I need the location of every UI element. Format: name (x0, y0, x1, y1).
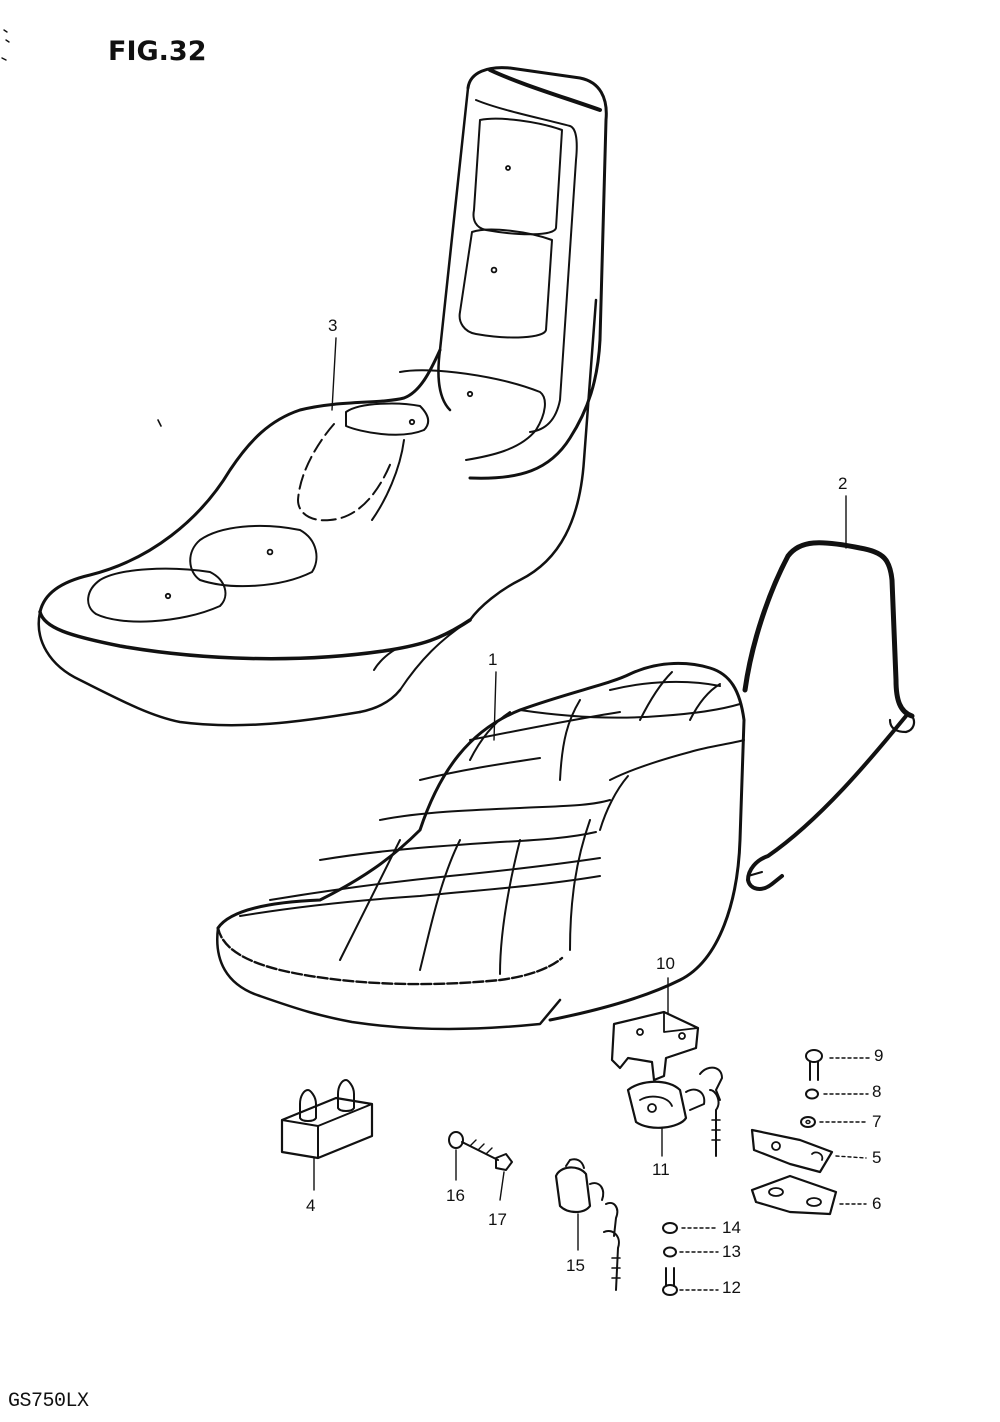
callout-4: 4 (306, 1196, 316, 1215)
part-13-washer (663, 1246, 677, 1258)
callout-11: 11 (652, 1160, 670, 1179)
part-10-hinge-bracket (610, 1010, 700, 1082)
callout-16: 16 (446, 1186, 465, 1205)
figure-title: FIG.32 (108, 36, 207, 67)
callout-14: 14 (722, 1218, 741, 1237)
callout-2: 2 (838, 474, 848, 493)
callout-7: 7 (872, 1112, 882, 1131)
callout-1: 1 (488, 650, 498, 669)
callout-5: 5 (872, 1148, 882, 1167)
callout-6: 6 (872, 1194, 882, 1213)
leader-lines (313, 337, 873, 1291)
part-5-bracket (750, 1128, 834, 1174)
part-12-bolt (662, 1267, 678, 1296)
callout-9: 9 (874, 1046, 884, 1065)
part-3-seat-with-backrest (37, 66, 608, 727)
callout-8: 8 (872, 1082, 882, 1101)
callout-13: 13 (722, 1242, 741, 1261)
part-15-lock-set (554, 1158, 621, 1291)
callout-10: 10 (656, 954, 675, 973)
callout-15: 15 (566, 1256, 585, 1275)
part-9-bolt (805, 1049, 823, 1081)
part-7-washer (800, 1116, 816, 1128)
part-2-grab-rail (742, 540, 916, 891)
callout-17: 17 (488, 1210, 507, 1229)
part-17-nut (495, 1153, 513, 1171)
part-1-stepped-seat (216, 661, 746, 1031)
part-16-bolt (448, 1131, 499, 1161)
callout-3: 3 (328, 316, 338, 335)
callout-12: 12 (722, 1278, 741, 1297)
part-6-plate (750, 1174, 838, 1216)
model-code: GS750LX (8, 1390, 89, 1413)
part-14-washer (662, 1222, 678, 1234)
part-8-washer (805, 1088, 819, 1100)
part-4-cushion-block (280, 1079, 374, 1160)
part-11-seat-lock (626, 1066, 723, 1157)
